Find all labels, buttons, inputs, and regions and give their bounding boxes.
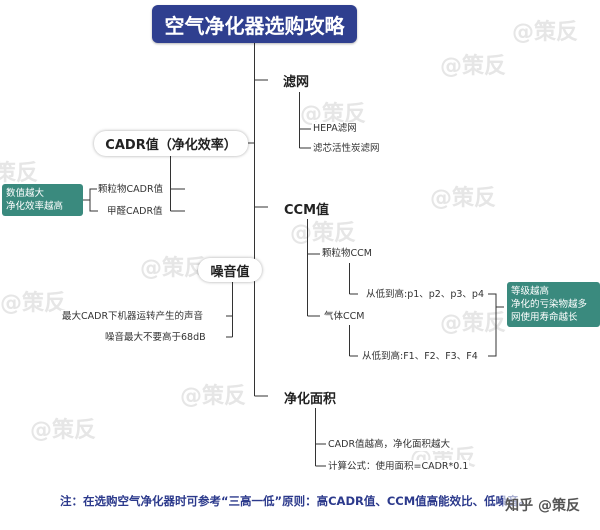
leaf-formaldehyde-cadr: 甲醛CADR值 (106, 205, 164, 218)
note-cadr: 数值越大 净化效率越高 (2, 184, 83, 216)
watermark: @策反 (140, 256, 207, 281)
topic-cadr: CADR值（净化效率） (94, 131, 248, 156)
topic-area: 净化面积 (281, 387, 340, 408)
topic-noise: 噪音值 (198, 258, 262, 282)
leaf-hepa: HEPA滤网 (312, 122, 358, 135)
note-bracket (488, 293, 497, 357)
watermark: @策反 (30, 418, 97, 443)
watermark: @策反 (0, 291, 67, 316)
watermark: @策反 (440, 54, 507, 79)
leaf-carbon: 滤芯活性炭滤网 (312, 142, 381, 155)
diagram-title: 空气净化器选购攻略 (152, 5, 357, 43)
note-ccm: 等级越高 净化的亏染物越多 网使用寿命越长 (507, 282, 600, 327)
leaf-noise-max: 最大CADR下机器运转产生的声音 (61, 310, 205, 323)
note-line: 数值越大 (6, 188, 45, 199)
leaf-particle-cadr: 颗粒物CADR值 (97, 183, 165, 196)
leaf-area-cadr: CADR值越高，净化面积越大 (327, 438, 452, 451)
watermark: @策反 (440, 311, 507, 336)
brand-watermark: 知乎 @策反 (503, 495, 582, 515)
watermark: @策反 (512, 20, 579, 45)
topic-filter: 滤网 (280, 70, 313, 91)
note-line: 等级越高 (511, 286, 550, 297)
watermark: @策反 (0, 161, 39, 186)
leaf-gas-ccm: 气体CCM (323, 310, 366, 323)
watermark: @策反 (430, 186, 497, 211)
leaf-particle-ccm-detail: 从低到高:p1、p2、p3、p4 (365, 288, 485, 301)
leaf-gas-ccm-detail: 从低到高:F1、F2、F3、F4 (361, 350, 479, 363)
leaf-area-formula: 计算公式：使用面积=CADR*0.1 (327, 460, 470, 473)
watermark: @策反 (290, 221, 357, 246)
footer-note: 注：在选购空气净化器时可参考“三高一低”原则：高CADR值、CCM值高能效比、低… (60, 494, 531, 508)
watermark: @策反 (180, 384, 247, 409)
note-line: 网使用寿命越长 (511, 312, 578, 323)
note-line: 净化效率越高 (6, 201, 64, 212)
leaf-particle-ccm: 颗粒物CCM (321, 247, 373, 260)
note-line: 净化的亏染物越多 (511, 299, 588, 310)
leaf-noise-limit: 噪音最大不要高于68dB (104, 331, 207, 344)
topic-ccm: CCM值 (281, 198, 333, 219)
